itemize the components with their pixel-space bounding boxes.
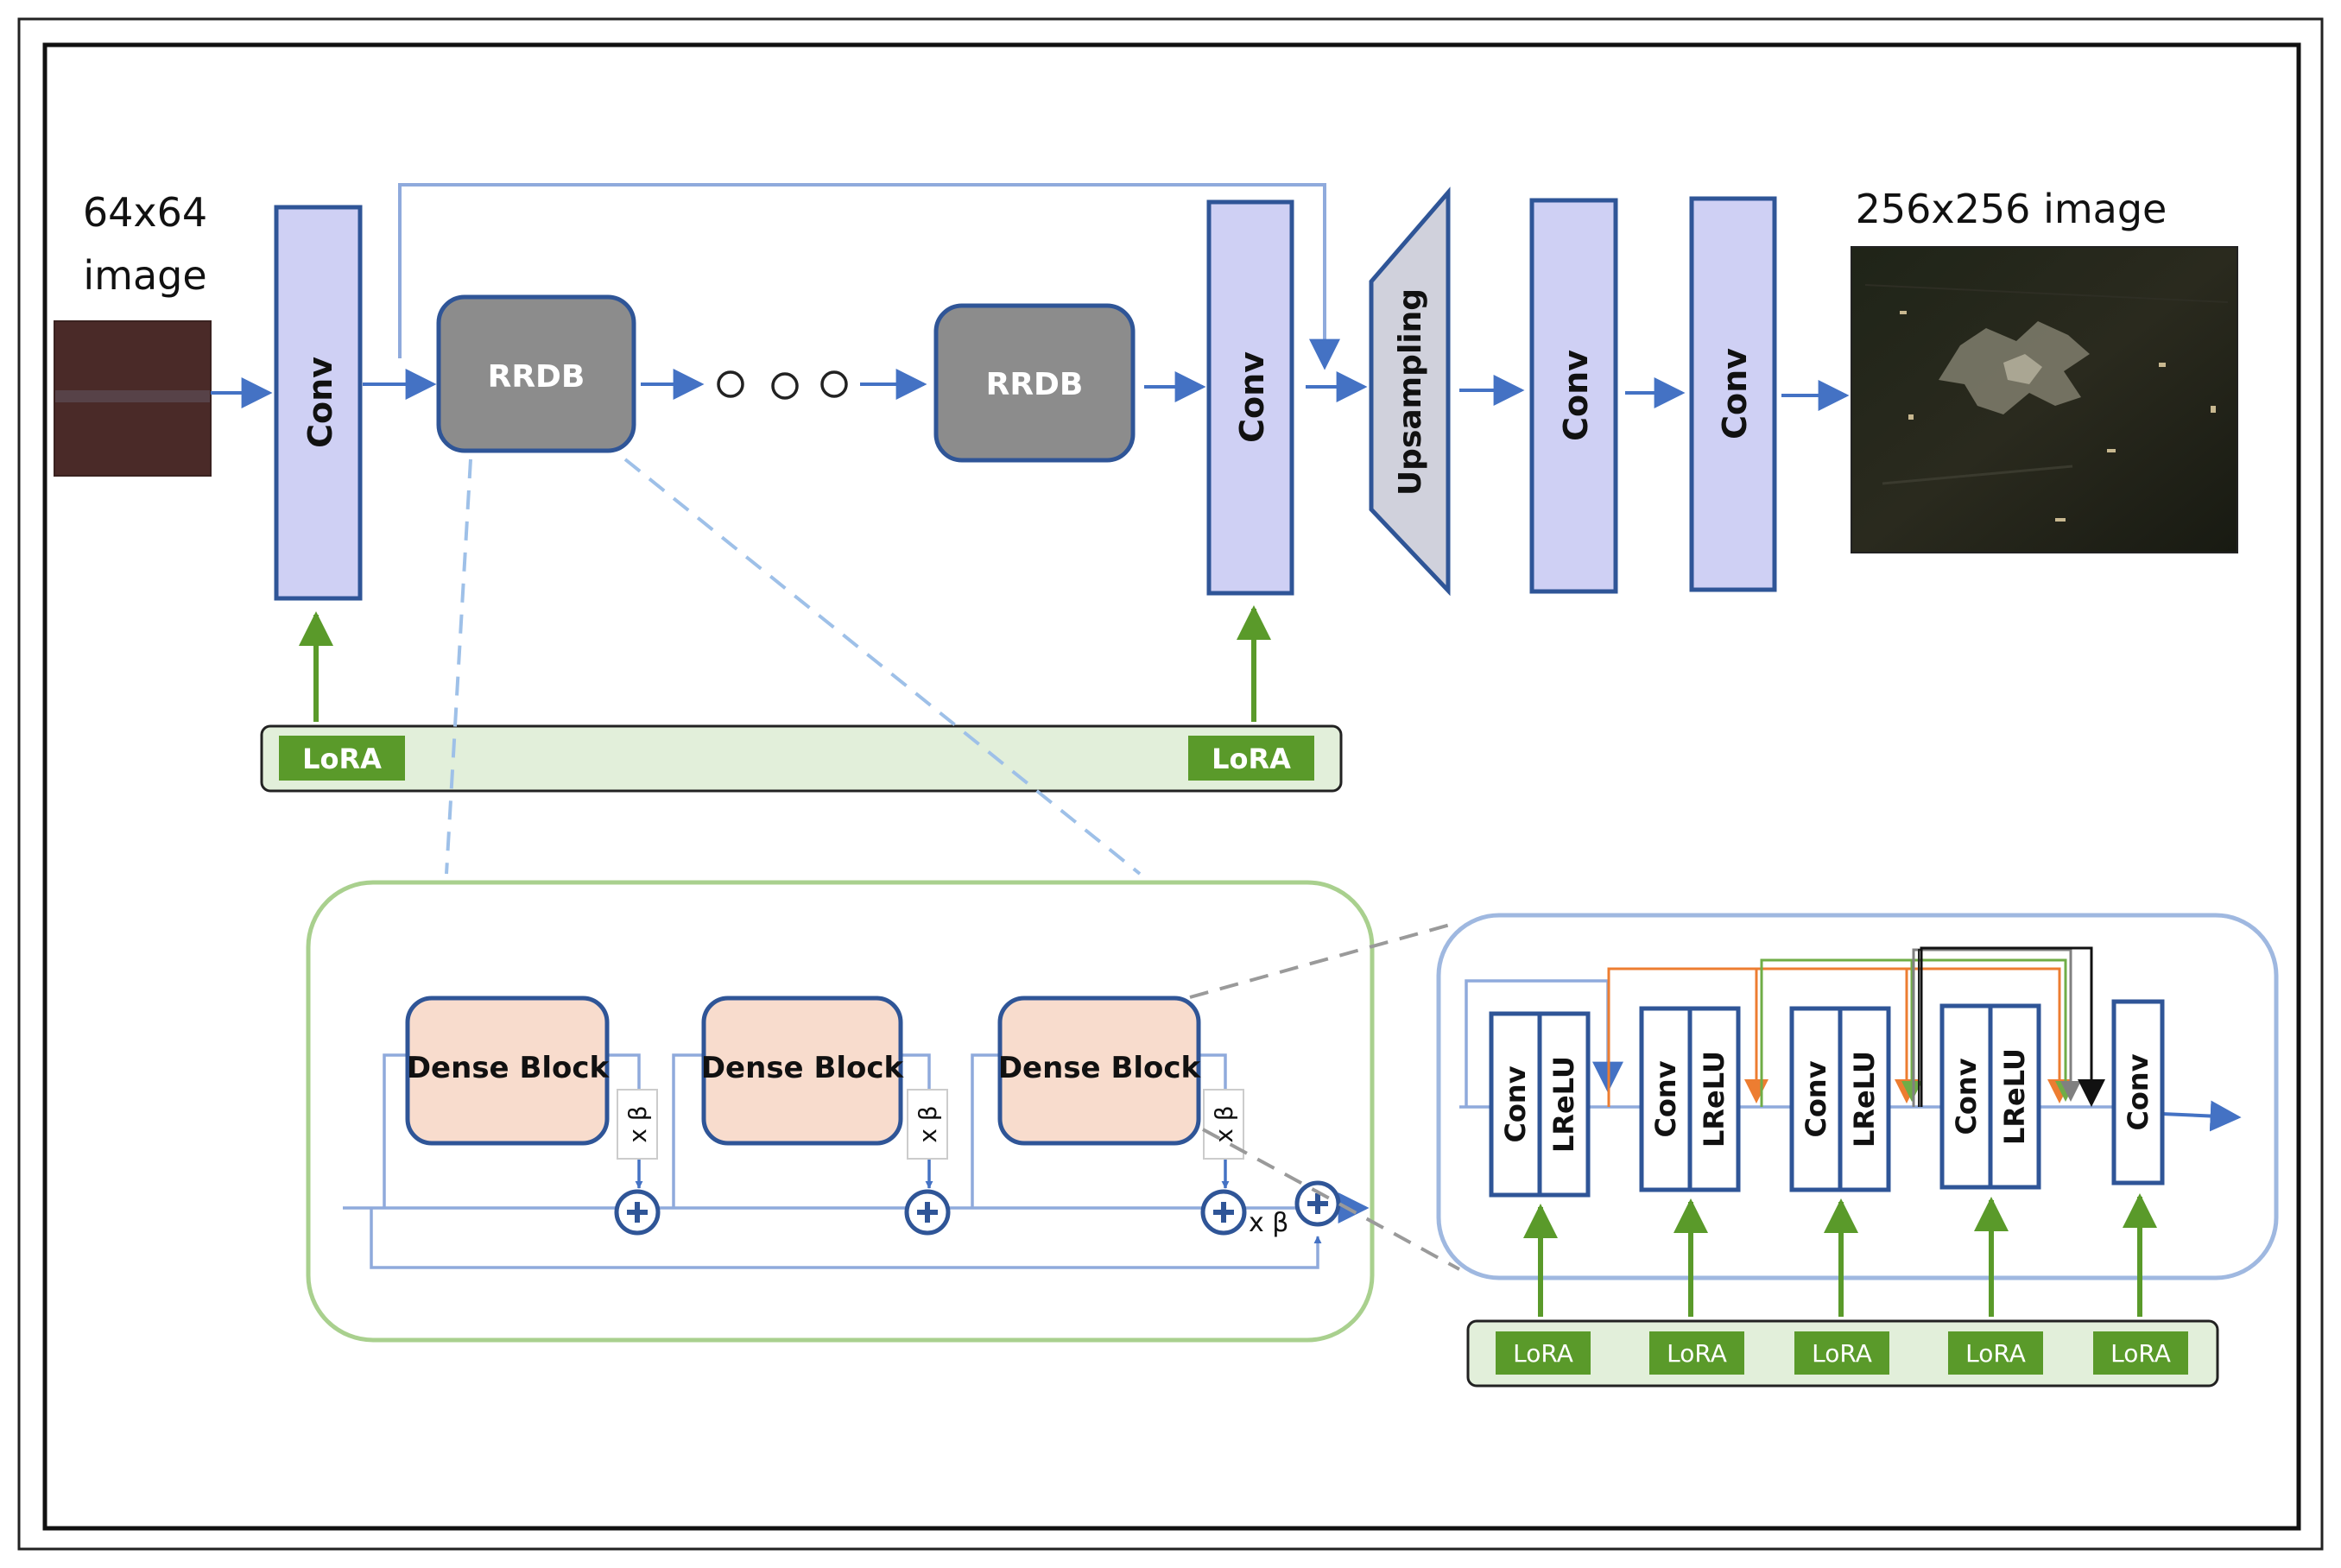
svg-text:Conv: Conv	[1950, 1058, 1983, 1135]
svg-text:LoRA: LoRA	[2110, 1339, 2171, 1368]
svg-text:LReLU: LReLU	[1547, 1056, 1580, 1153]
conv-block-3: Conv	[1529, 198, 1618, 594]
adder-final	[1294, 1180, 1341, 1227]
rrdb-block-2: RRDB	[933, 303, 1136, 463]
dense-layer-5-conv: Conv	[2111, 999, 2165, 1185]
svg-text:x β: x β	[623, 1105, 652, 1142]
zoom-guides-rrdb	[445, 458, 1142, 876]
lora-bar-main: LoRA LoRA	[260, 724, 1343, 793]
output-image	[1851, 246, 2238, 553]
conv-block-1: Conv	[274, 205, 363, 601]
input-image	[54, 320, 212, 477]
svg-text:x β: x β	[914, 1105, 942, 1142]
dense-block-2: Dense Block	[701, 996, 905, 1146]
scale-box-1: x β	[617, 1089, 658, 1160]
zoom-guides-dense	[1189, 920, 1460, 1271]
input-label-line2: image	[83, 252, 206, 299]
dense-block-label: Dense Block	[407, 1051, 611, 1085]
svg-text:LoRA: LoRA	[1965, 1339, 2026, 1368]
ellipsis-dots	[717, 370, 848, 400]
scale-label-final: x β	[1249, 1208, 1288, 1238]
svg-text:Conv: Conv	[1499, 1065, 1532, 1142]
outer-frame	[17, 17, 2324, 1551]
lora-arrows-dense	[1523, 1193, 2157, 1317]
inner-frame	[42, 42, 2301, 1531]
conv-block-4: Conv	[1689, 196, 1777, 592]
svg-text:LReLU: LReLU	[1848, 1051, 1881, 1148]
rrdb-label: RRDB	[986, 367, 1084, 402]
svg-text:LReLU: LReLU	[1698, 1051, 1730, 1148]
input-label-line1: 64x64	[83, 189, 207, 236]
conv-label: Conv	[301, 357, 339, 448]
lora-label: LoRA	[302, 743, 382, 775]
adder-circles	[614, 1180, 1341, 1236]
conv-block-2: Conv	[1206, 199, 1294, 596]
global-skip-connection	[398, 183, 1340, 370]
dense-layer-4: Conv LReLU	[1939, 1003, 2041, 1190]
conv-label: Conv	[1233, 351, 1271, 443]
svg-text:Conv: Conv	[2122, 1053, 2154, 1130]
dense-layer-1: Conv LReLU	[1489, 1011, 1591, 1198]
svg-text:LoRA: LoRA	[1667, 1339, 1727, 1368]
rrdb-block-1: RRDB	[436, 294, 636, 453]
dense-block-3: Dense Block	[997, 996, 1202, 1146]
svg-text:Conv: Conv	[1649, 1060, 1682, 1137]
dense-detail-panel	[1436, 913, 2279, 1280]
output-label: 256x256 image	[1856, 186, 2167, 232]
dense-block-1: Dense Block	[405, 996, 611, 1146]
conv-label: Conv	[1557, 350, 1595, 441]
svg-text:Conv: Conv	[1800, 1060, 1832, 1137]
adder-2	[904, 1189, 951, 1236]
lora-bar-dense: LoRA LoRA LoRA LoRA LoRA	[1466, 1319, 2219, 1388]
svg-text:LoRA: LoRA	[1513, 1339, 1573, 1368]
dense-layer-2: Conv LReLU	[1639, 1006, 1741, 1192]
dense-block-label: Dense Block	[701, 1051, 905, 1085]
svg-text:LReLU: LReLU	[1998, 1048, 2031, 1145]
conv-label: Conv	[1716, 348, 1754, 439]
dense-block-label: Dense Block	[998, 1051, 1202, 1085]
upsampling-block: Upsampling	[1369, 187, 1451, 597]
svg-text:LoRA: LoRA	[1812, 1339, 1872, 1368]
lora-label: LoRA	[1212, 743, 1291, 775]
upsampling-label: Upsampling	[1393, 288, 1428, 496]
dense-layer-3: Conv LReLU	[1789, 1006, 1891, 1192]
rrdb-detail-panel	[306, 880, 1375, 1343]
adder-3	[1200, 1189, 1247, 1236]
rrdb-label: RRDB	[488, 359, 585, 395]
scale-box-2: x β	[907, 1089, 948, 1160]
adder-1	[614, 1189, 661, 1236]
